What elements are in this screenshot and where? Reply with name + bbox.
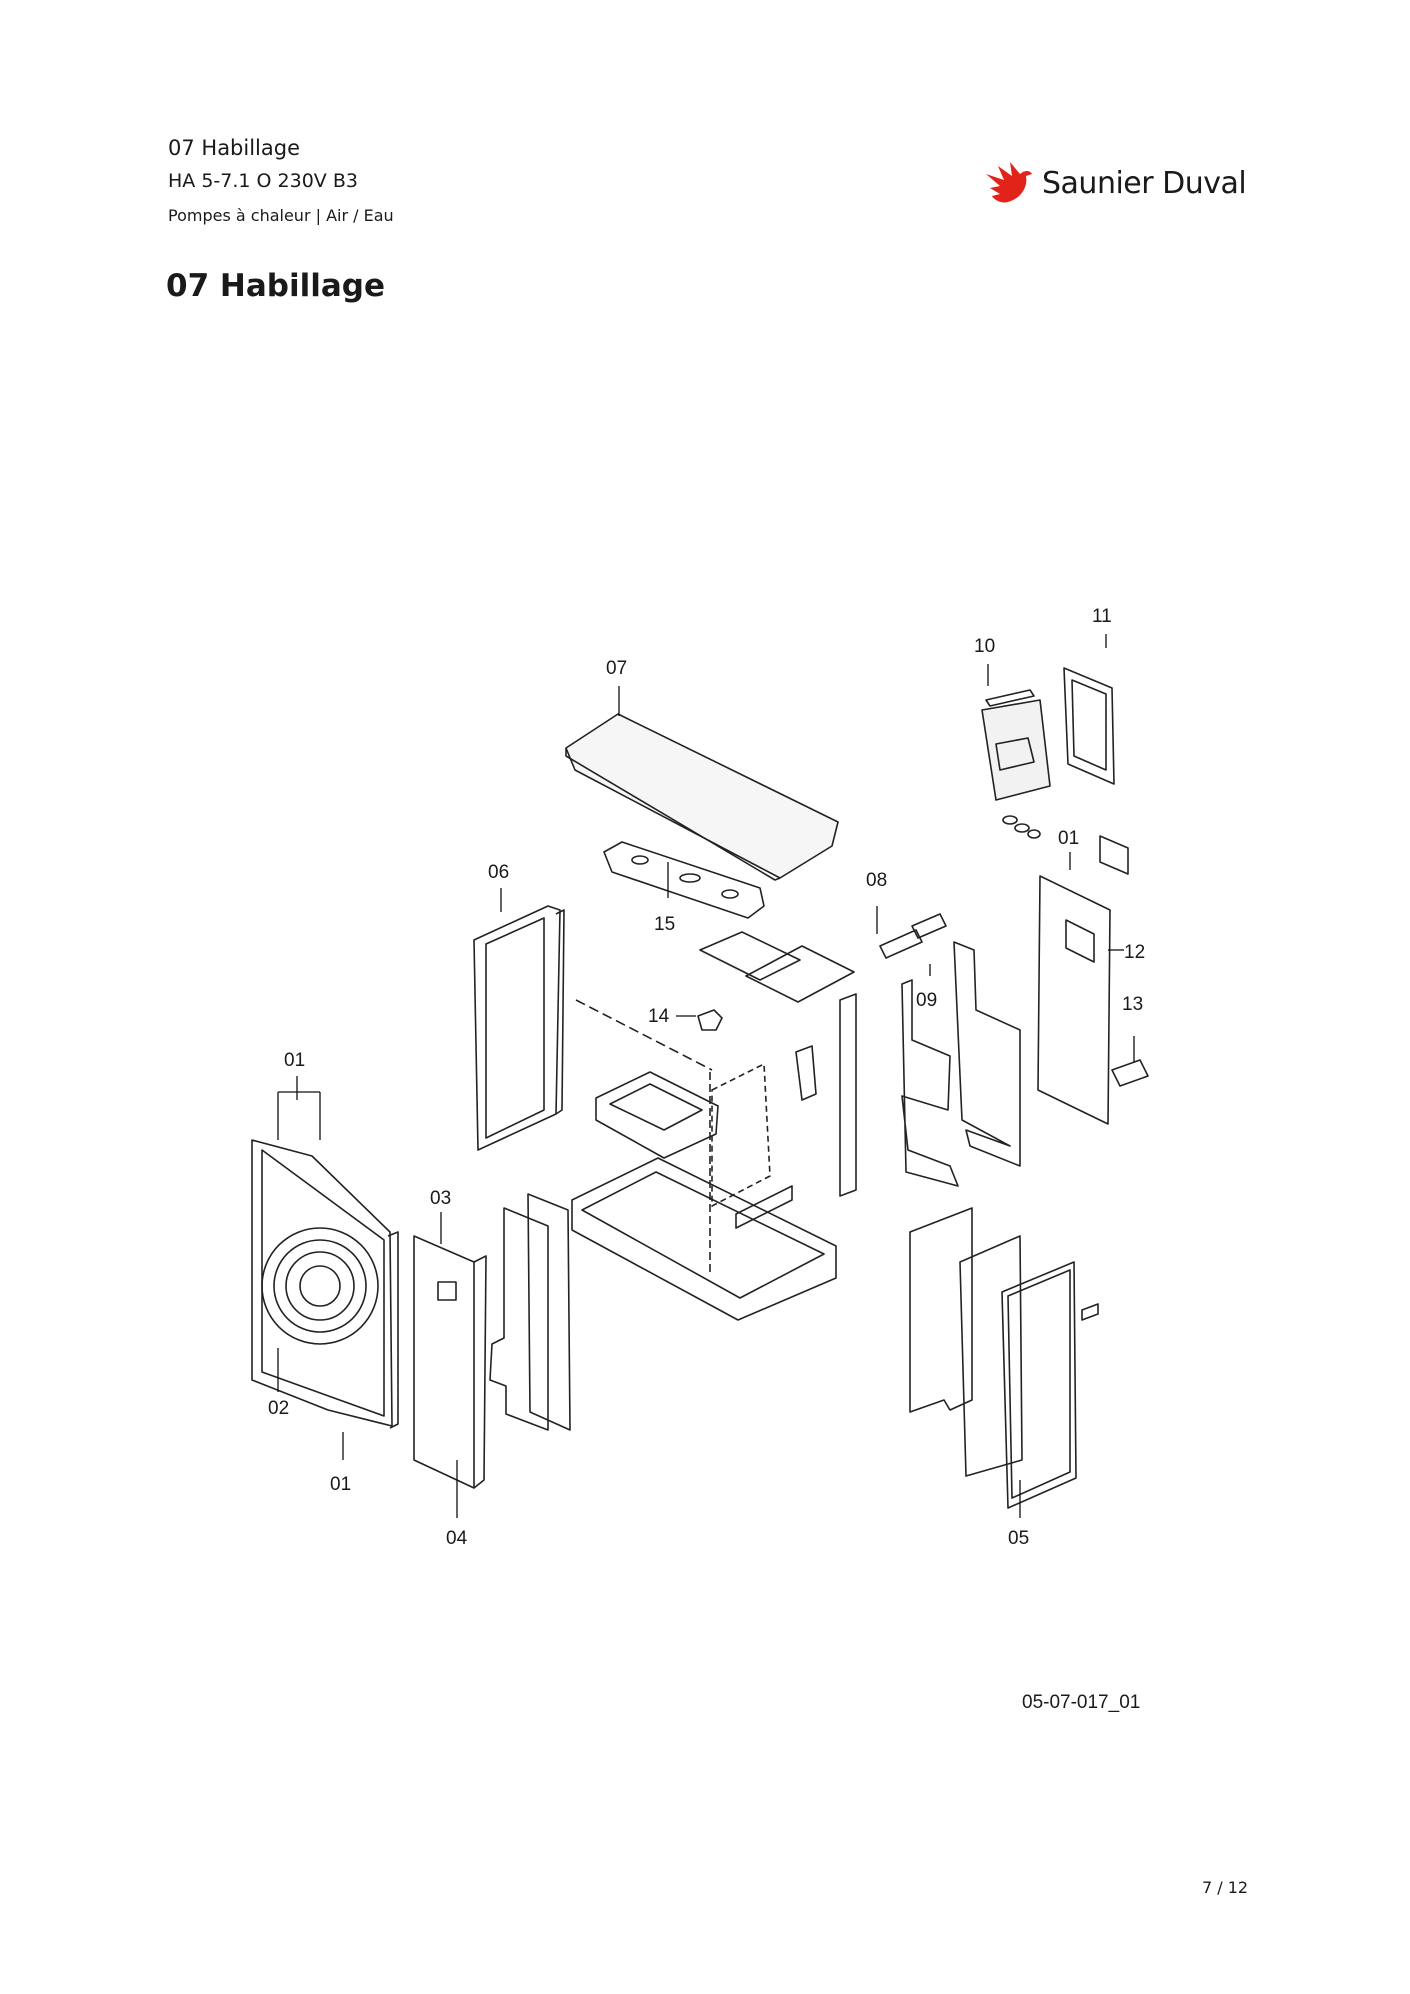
callout-10: 10 <box>974 636 995 657</box>
callout-05: 05 <box>1008 1528 1029 1549</box>
callout-08: 08 <box>866 870 887 891</box>
callout-01-top-right: 01 <box>1058 828 1079 849</box>
rear-side-panel-part <box>473 905 565 1151</box>
bracket-part <box>879 929 923 959</box>
right-side-panel-part <box>1037 875 1111 1125</box>
callout-14: 14 <box>648 1006 670 1027</box>
top-cover-part <box>565 713 839 881</box>
insulation-panel <box>909 1207 973 1413</box>
callout-02: 02 <box>268 1398 289 1419</box>
front-grille-part <box>251 1139 399 1429</box>
insulation-pad <box>745 945 855 1003</box>
insulation-pad <box>699 931 801 981</box>
front-panel-part <box>413 1235 487 1489</box>
brand-logo: Saunier Duval <box>984 160 1254 206</box>
partition-panel <box>953 941 1021 1167</box>
page-title: 07 Habillage <box>166 268 385 304</box>
callout-09: 09 <box>916 990 937 1011</box>
document-section-title: 07 Habillage <box>168 136 301 160</box>
callout-labels: 07 06 15 08 09 10 11 01 12 13 14 01 03 0… <box>268 606 1145 1549</box>
drawing-reference-code: 05-07-017_01 <box>1022 1692 1141 1713</box>
top-bracket-part <box>603 841 765 919</box>
bracket-part <box>911 913 947 939</box>
product-model: HA 5-7.1 O 230V B3 <box>168 170 358 192</box>
base-frame-part <box>571 999 837 1321</box>
callout-12: 12 <box>1124 942 1145 963</box>
callout-01-left-top: 01 <box>284 1050 305 1071</box>
brand-name: Saunier Duval <box>1042 165 1247 201</box>
label-plate-part <box>1099 835 1129 875</box>
bird-logo-icon <box>986 162 1032 203</box>
page-number: 7 / 12 <box>1202 1878 1249 1897</box>
partition-panel <box>839 993 857 1197</box>
insulation-panel <box>489 1207 549 1431</box>
insulation-panel <box>959 1235 1023 1477</box>
partition-panel <box>901 979 959 1187</box>
callout-07: 07 <box>606 658 627 679</box>
callout-13: 13 <box>1122 994 1143 1015</box>
callout-15: 15 <box>654 914 675 935</box>
bracket-part <box>795 1045 817 1101</box>
callout-03: 03 <box>430 1188 451 1209</box>
control-cover-part <box>1063 667 1115 785</box>
connector-block-part <box>1111 1059 1149 1087</box>
callout-06: 06 <box>488 862 509 883</box>
fixing-clip-part <box>697 1009 723 1031</box>
product-category: Pompes à chaleur | Air / Eau <box>168 206 394 225</box>
callout-04: 04 <box>446 1528 468 1549</box>
control-box-part <box>981 689 1051 839</box>
right-front-panel-part <box>1001 1261 1099 1509</box>
insulation-panel <box>527 1193 571 1431</box>
callout-11: 11 <box>1092 606 1112 627</box>
callout-01-left-bottom: 01 <box>330 1474 351 1495</box>
